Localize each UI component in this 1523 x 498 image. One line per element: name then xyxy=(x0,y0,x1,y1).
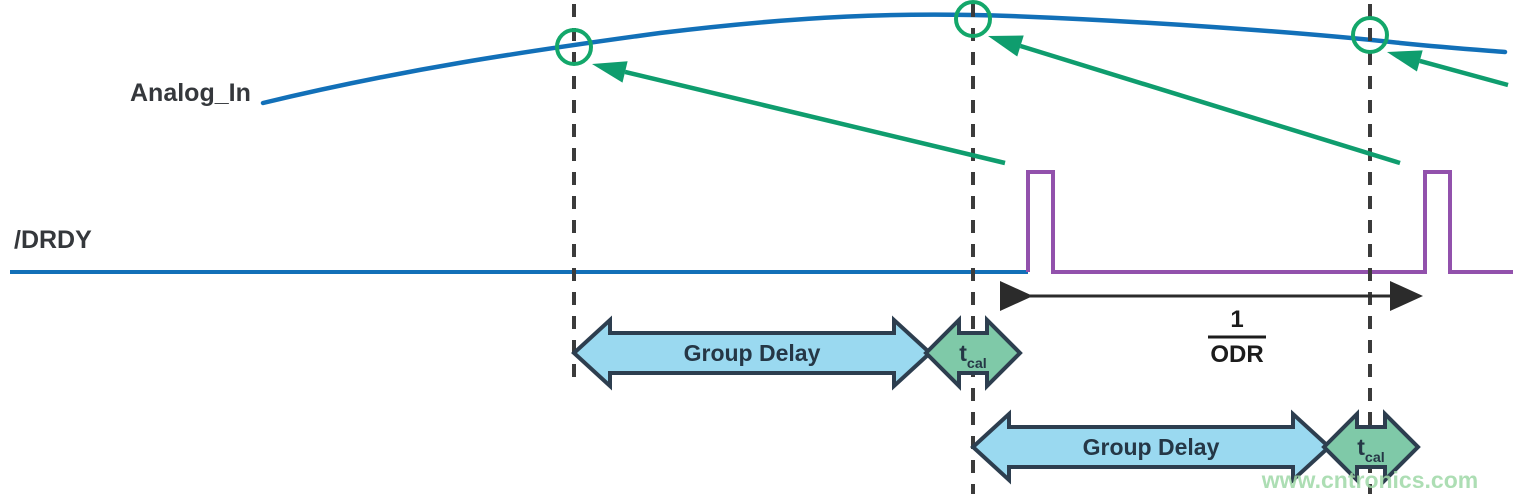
sample-point-1-circle xyxy=(555,28,593,66)
drdy-signal-group: /DRDY xyxy=(10,170,1513,274)
tcal-1-label: tcal xyxy=(959,340,986,372)
callout-3-shaft xyxy=(1419,58,1509,88)
analog-in-signal-group: Analog_In xyxy=(130,12,1508,107)
sample-point-2-circle xyxy=(954,0,992,38)
tcal-2-label-sub: cal xyxy=(1365,450,1385,466)
group-delay-2-label: Group Delay xyxy=(1083,434,1220,460)
tcal-1-label-base: t xyxy=(959,340,967,366)
edge-marker-lines xyxy=(572,4,1372,494)
tcal-1-label-sub: cal xyxy=(967,356,987,372)
tcal-2-label-base: t xyxy=(1357,434,1365,460)
odr-period-measure: 1 ODR xyxy=(1000,281,1423,368)
tcal-1-shape xyxy=(923,315,1023,391)
callout-arrows xyxy=(592,35,1509,166)
sample-point-3-circle xyxy=(1351,16,1389,54)
drdy-pulse-waveform xyxy=(1026,170,1513,274)
drdy-label: /DRDY xyxy=(14,226,92,254)
analog-in-curve xyxy=(260,12,1508,106)
sample-point-markers xyxy=(555,0,1389,66)
callout-2-head xyxy=(988,35,1024,57)
callout-2-shaft xyxy=(1019,43,1401,166)
analog-in-label: Analog_In xyxy=(130,79,251,107)
tcal-2-label: tcal xyxy=(1357,434,1384,466)
callout-3-head xyxy=(1387,50,1423,72)
watermark: www.cntronics.com xyxy=(1261,467,1478,493)
odr-denominator: ODR xyxy=(1210,341,1263,368)
callout-1-shaft xyxy=(624,69,1006,166)
tcal-2-shape xyxy=(1321,409,1421,485)
callout-1-head xyxy=(592,61,628,83)
odr-numerator: 1 xyxy=(1230,306,1243,333)
group-delay-1-label: Group Delay xyxy=(684,340,821,366)
